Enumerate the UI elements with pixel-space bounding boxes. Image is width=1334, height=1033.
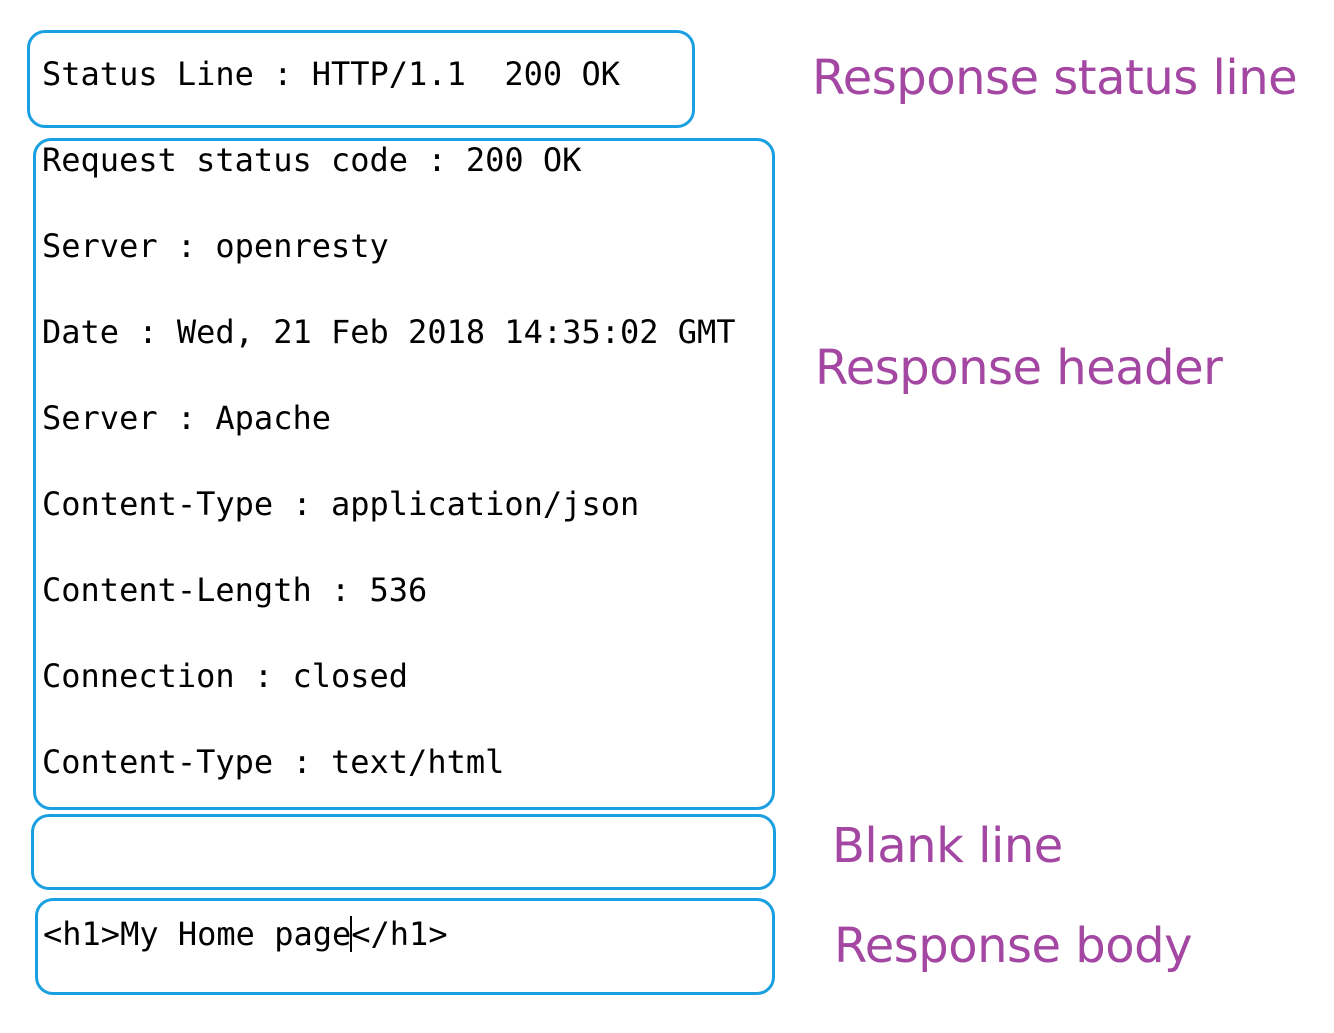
header-line-connection: Connection : closed bbox=[42, 657, 409, 695]
blank-line-box bbox=[31, 814, 776, 890]
header-line-content-type-json: Content-Type : application/json bbox=[42, 485, 640, 523]
response-status-line-label: Response status line bbox=[812, 50, 1298, 106]
header-line-content-type-html: Content-Type : text/html bbox=[42, 743, 505, 781]
header-line-server-openresty: Server : openresty bbox=[42, 227, 389, 265]
blank-line-label: Blank line bbox=[832, 818, 1063, 874]
header-line-content-length: Content-Length : 536 bbox=[42, 571, 428, 609]
response-body-box bbox=[35, 898, 775, 995]
header-line-server-apache: Server : Apache bbox=[42, 399, 331, 437]
response-body-label: Response body bbox=[834, 918, 1193, 974]
body-text-after-cursor: </h1> bbox=[351, 915, 448, 953]
response-header-box bbox=[33, 138, 775, 810]
body-text-before-cursor: <h1>My Home page bbox=[43, 915, 352, 953]
text-cursor bbox=[350, 916, 353, 952]
status-line-box bbox=[27, 30, 695, 128]
header-line-date: Date : Wed, 21 Feb 2018 14:35:02 GMT bbox=[42, 313, 736, 351]
status-line-text: Status Line : HTTP/1.1 200 OK bbox=[42, 55, 620, 93]
response-header-label: Response header bbox=[815, 340, 1223, 396]
response-body-text[interactable]: <h1>My Home page</h1> bbox=[43, 916, 448, 952]
header-line-request-status: Request status code : 200 OK bbox=[42, 141, 582, 179]
